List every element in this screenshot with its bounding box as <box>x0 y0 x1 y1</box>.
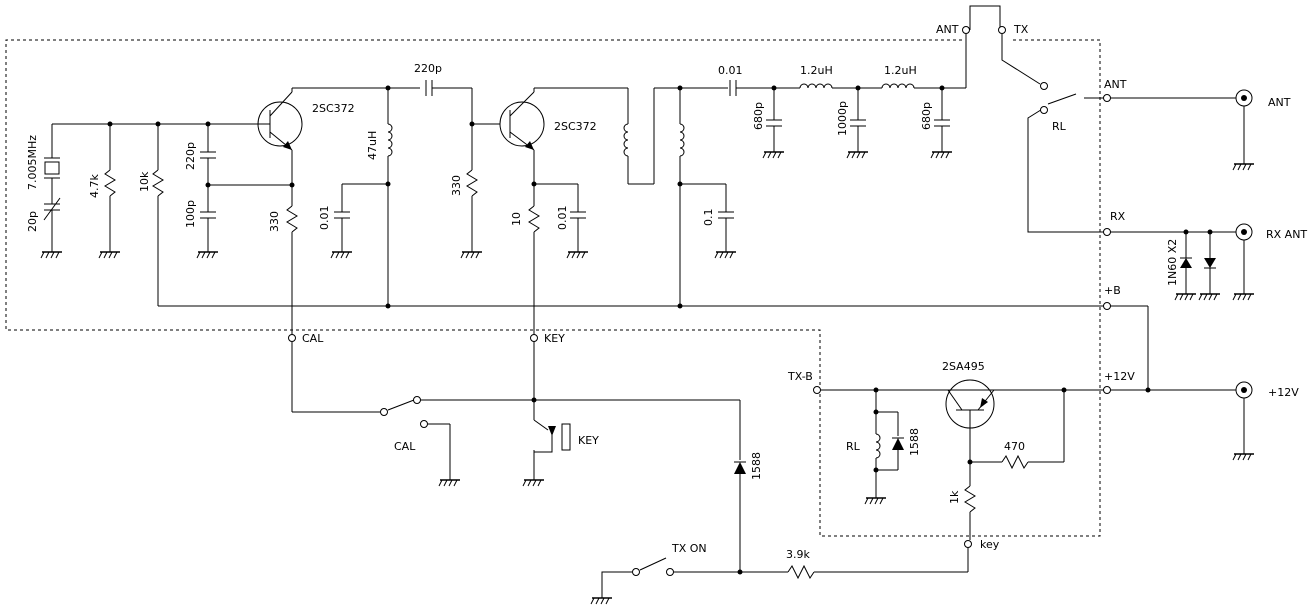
c-100p-label: 100p <box>184 200 197 228</box>
keying-circuit <box>291 342 969 605</box>
key-terminal-label: KEY <box>544 332 565 345</box>
relay-driver <box>820 379 1104 540</box>
c-001-out-label: 0.01 <box>718 64 743 77</box>
relay-contact-label: RL <box>1052 120 1067 133</box>
tx-on-label: TX ON <box>671 542 707 555</box>
l1-label: 1.2uH <box>800 64 833 77</box>
key-jack-label: KEY <box>578 434 599 447</box>
plus-b-label: +B <box>1104 284 1121 297</box>
plus-12v-node-label: +12V <box>1104 370 1135 383</box>
antenna-relay-section <box>1027 89 1255 301</box>
module-boundaries <box>5 39 1101 537</box>
ant-node-label: ANT <box>1104 78 1127 91</box>
component-labels: ANT TX 7.005MHz 20p 4.7k 10k 220p 100p 2… <box>26 23 1307 561</box>
r-470-label: 470 <box>1004 440 1025 453</box>
crystal-label: 7.005MHz <box>26 135 39 190</box>
ant-jack-label: ANT <box>1268 96 1291 109</box>
junction-dots <box>107 85 1213 575</box>
r-4k7-label: 4.7k <box>88 174 101 198</box>
l-47uh-label: 47uH <box>366 131 379 160</box>
key-node-label: key <box>980 538 1000 551</box>
q3-label: 2SA495 <box>942 360 985 373</box>
cal-switch-label: CAL <box>394 440 416 453</box>
q1-label: 2SC372 <box>312 102 355 115</box>
tx-top-label: TX <box>1013 23 1029 36</box>
c-1000p-label: 1000p <box>836 101 849 136</box>
c-220p-osc-label: 220p <box>184 142 197 170</box>
rx-ant-jack-label: RX ANT <box>1266 228 1307 241</box>
c-680p-b-label: 680p <box>920 102 933 130</box>
trimmer-label: 20p <box>26 211 39 232</box>
diodes-label: 1N60 X2 <box>1166 239 1179 286</box>
terminals <box>288 26 1111 576</box>
plus-12v-jack-label: +12V <box>1268 386 1299 399</box>
rx-node-label: RX <box>1110 210 1126 223</box>
r-3k9-label: 3.9k <box>786 548 810 561</box>
r-330-emitter-label: 330 <box>268 211 281 232</box>
r-330-base-label: 330 <box>450 175 463 196</box>
q2-label: 2SC372 <box>554 120 597 133</box>
d-1588-relay-label: 1588 <box>908 428 921 456</box>
tx-b-label: TX-B <box>787 370 813 383</box>
oscillator-stage <box>40 80 472 336</box>
c-220p-coupling-label: 220p <box>414 62 442 75</box>
d-1588-tx-label: 1588 <box>750 452 763 480</box>
c-01-label: 0.1 <box>702 209 715 227</box>
power-rail <box>158 305 1255 461</box>
c-680p-a-label: 680p <box>752 102 765 130</box>
r-10k-label: 10k <box>138 171 151 192</box>
c-001-a-label: 0.01 <box>318 206 331 231</box>
l2-label: 1.2uH <box>884 64 917 77</box>
c-001-b-label: 0.01 <box>556 206 569 231</box>
relay-coil-label: RL <box>846 440 861 453</box>
output-filter <box>680 5 1041 159</box>
driver-stage <box>460 87 737 400</box>
ground-symbol <box>40 251 63 259</box>
ant-top-label: ANT <box>936 23 959 36</box>
cal-terminal-label: CAL <box>302 332 324 345</box>
r-1k-label: 1k <box>948 490 961 504</box>
r-10-label: 10 <box>510 212 523 226</box>
